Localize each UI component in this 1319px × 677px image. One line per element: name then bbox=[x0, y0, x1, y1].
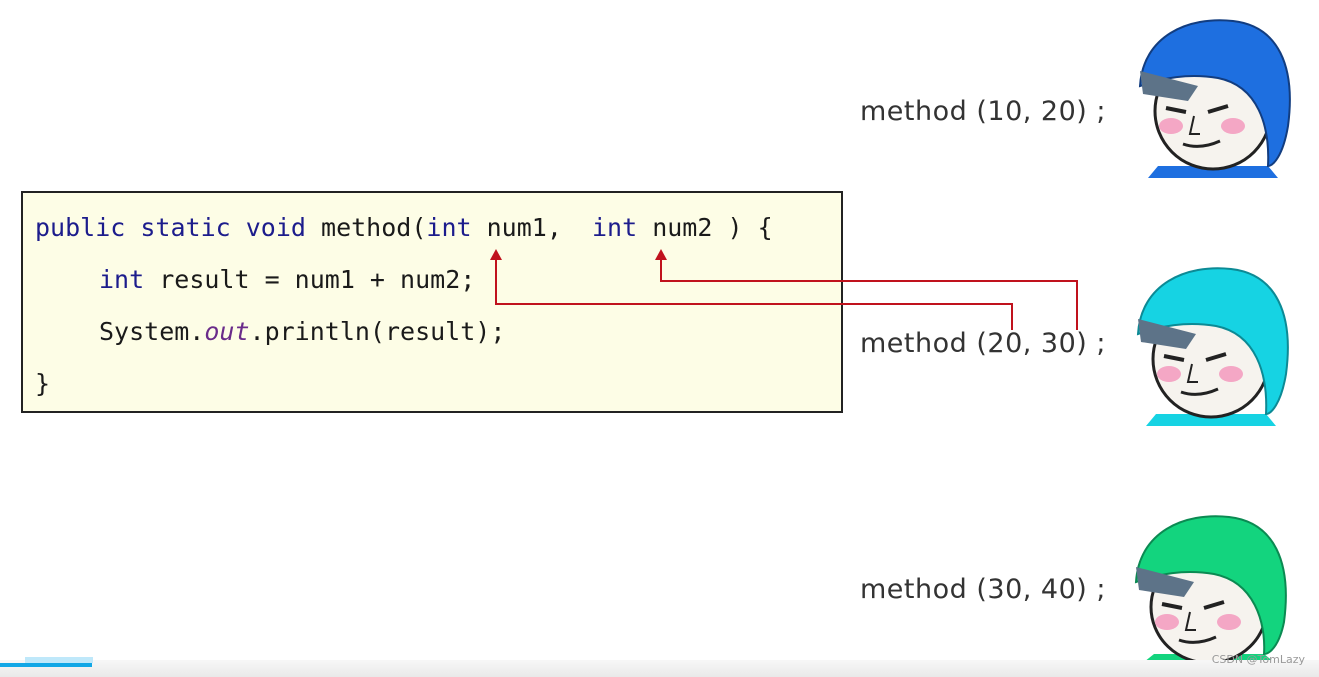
progress-buffer bbox=[25, 657, 93, 663]
println-call: .println(result); bbox=[249, 317, 506, 346]
param2-type: int bbox=[591, 213, 638, 242]
keyword-void: void bbox=[245, 213, 306, 242]
progress-bar[interactable] bbox=[0, 663, 93, 667]
call-1: method (10, 20) ; bbox=[860, 96, 1106, 127]
video-control-strip[interactable] bbox=[0, 660, 1319, 677]
param1-name: num1, bbox=[486, 213, 562, 242]
arrow-30-to-num2 bbox=[660, 258, 1078, 330]
blue-helmet-meme-face-icon bbox=[1138, 19, 1291, 178]
out-field: out bbox=[204, 317, 250, 346]
call-2: method (20, 30) ; bbox=[860, 328, 1106, 359]
signature-tail: ) { bbox=[727, 213, 773, 242]
green-helmet-meme-face-icon bbox=[1134, 515, 1287, 662]
keyword-int: int bbox=[99, 265, 145, 294]
param2-name: num2 bbox=[652, 213, 713, 242]
method-name: method( bbox=[321, 213, 427, 242]
code-line-result: int result = num1 + num2; bbox=[99, 265, 475, 295]
arrowhead-num1 bbox=[490, 249, 502, 260]
param1-type: int bbox=[426, 213, 472, 242]
code-box: public static void method(int num1, int … bbox=[21, 191, 843, 413]
system-class: System. bbox=[99, 317, 205, 346]
arrowhead-num2 bbox=[655, 249, 667, 260]
watermark: CSDN @TomLazy bbox=[1211, 653, 1305, 666]
code-line-signature: public static void method(int num1, int … bbox=[35, 213, 773, 243]
result-statement: result = num1 + num2; bbox=[159, 265, 476, 294]
code-line-close-brace: } bbox=[35, 369, 51, 398]
keyword-public: public bbox=[35, 213, 126, 242]
cyan-helmet-meme-face-icon bbox=[1136, 267, 1289, 426]
arrow-20-to-num1 bbox=[495, 258, 1013, 330]
call-3: method (30, 40) ; bbox=[860, 574, 1106, 605]
keyword-static: static bbox=[140, 213, 231, 242]
code-line-println: System.out.println(result); bbox=[99, 317, 505, 347]
